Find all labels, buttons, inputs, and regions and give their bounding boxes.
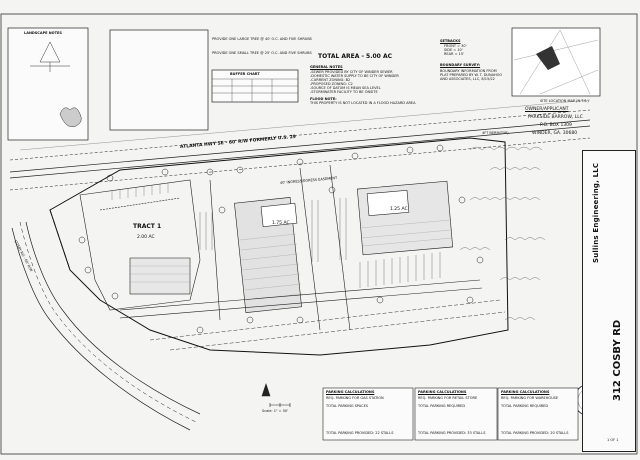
landscape-notes-title: LANDSCAPE NOTES bbox=[24, 31, 62, 35]
owner-name: PARKSIDE BARROW, LLC bbox=[528, 115, 583, 120]
tract-3-area: 1.25 AC bbox=[390, 207, 408, 212]
tract-1-area: 2.00 AC bbox=[137, 235, 155, 240]
boundary-survey-title: BOUNDARY SURVEY: bbox=[440, 63, 481, 67]
parking-calc-2-line-3: TOTAL PARKING PROVIDED: 33 STALLS bbox=[418, 431, 486, 435]
project-name: 312 COSBY RD bbox=[612, 319, 623, 401]
tract-2-area: 1.75 AC bbox=[272, 221, 290, 226]
owner-address-2: WINDER, GA. 30680 bbox=[532, 131, 578, 136]
parking-calc-2-title: PARKING CALCULATIONS bbox=[418, 390, 467, 394]
boundary-survey-text: BOUNDARY INFORMATION FROM PLAT PREPARED … bbox=[440, 69, 503, 81]
general-note-4: -PROPOSED ZONING: C2 bbox=[310, 82, 353, 86]
owner-title: OWNER/APPLICANT bbox=[525, 107, 569, 112]
general-notes-title: GENERAL NOTES bbox=[310, 65, 343, 69]
flood-note-title: FLOOD NOTE: bbox=[310, 97, 337, 101]
total-area-label: TOTAL AREA - 5.00 AC bbox=[318, 53, 392, 60]
site-location-caption: SITE LOCATION MAP (N.T.S.) bbox=[540, 99, 589, 103]
sheet-number: 1 OF 1 bbox=[607, 438, 619, 442]
title-block: Sullins Engineering, LLC 312 COSBY RD 1 … bbox=[582, 150, 636, 452]
parking-calc-2-line-2: TOTAL PARKING REQUIRED bbox=[418, 404, 466, 408]
parking-calc-1-line-2: TOTAL PARKING SPACES bbox=[326, 404, 369, 408]
flood-note-text: THIS PROPERTY IS NOT LOCATED IN A FLOOD … bbox=[310, 101, 416, 105]
general-note-2: -DOMESTIC WATER SUPPLY TO BE CITY OF WIN… bbox=[310, 74, 399, 78]
property-boundary bbox=[49, 137, 509, 356]
general-note-1: -SEWER PROVIDED BY CITY OF WINDER SEWER bbox=[310, 70, 393, 74]
parking-calc-3-line-2: TOTAL PARKING REQUIRED bbox=[501, 404, 549, 408]
parking-calc-1-line-3: TOTAL PARKING PROVIDED: 22 STALLS bbox=[326, 431, 394, 435]
berm-label: 4FT BERM(TYP) bbox=[482, 131, 509, 135]
general-note-5: -SOURCE OF DATUM IS MEAN SEA LEVEL bbox=[310, 86, 381, 90]
parking-calc-3-line-3: TOTAL PARKING PROVIDED: 20 STALLS bbox=[501, 431, 569, 435]
landscape-requirements-box bbox=[109, 29, 209, 131]
setback-front: FRONT = 30' bbox=[444, 44, 467, 48]
parking-calc-1-line-1: REQ. PARKING FOR GAS STATION bbox=[326, 396, 384, 400]
tract-1-label: TRACT 1 bbox=[133, 223, 162, 230]
parking-calc-3-line-1: REQ. PARKING FOR WAREHOUSE bbox=[501, 396, 559, 400]
parking-calc-2-line-1: REQ. PARKING FOR RETAIL STORE bbox=[418, 396, 478, 400]
setback-side: SIDE = 10' bbox=[444, 48, 463, 52]
north-arrow bbox=[261, 383, 291, 407]
setback-rear: REAR = 15' bbox=[444, 52, 465, 56]
setbacks-title: SETBACKS bbox=[440, 39, 461, 43]
tree-legend-small: PROVIDE ONE SMALL TREE @ 25' O.C. AND FI… bbox=[212, 51, 312, 55]
owner-address-1: P.O. BOX 1309 bbox=[540, 123, 572, 128]
general-note-3: -CURRENT ZONING: B2 bbox=[310, 78, 351, 82]
buffer-chart-title: BUFFER CHART bbox=[230, 72, 260, 76]
general-note-6: -STORMWATER FACILITY TO BE ONSITE bbox=[310, 90, 378, 94]
tree-legend-large: PROVIDE ONE LARGE TREE @ 40' O.C. AND FI… bbox=[212, 37, 312, 41]
scale-label: Scale: 1" = 50' bbox=[262, 409, 289, 413]
parking-calc-1-title: PARKING CALCULATIONS bbox=[326, 390, 375, 394]
parking-calc-3-title: PARKING CALCULATIONS bbox=[501, 390, 550, 394]
company-name: Sullins Engineering, LLC bbox=[592, 162, 600, 263]
